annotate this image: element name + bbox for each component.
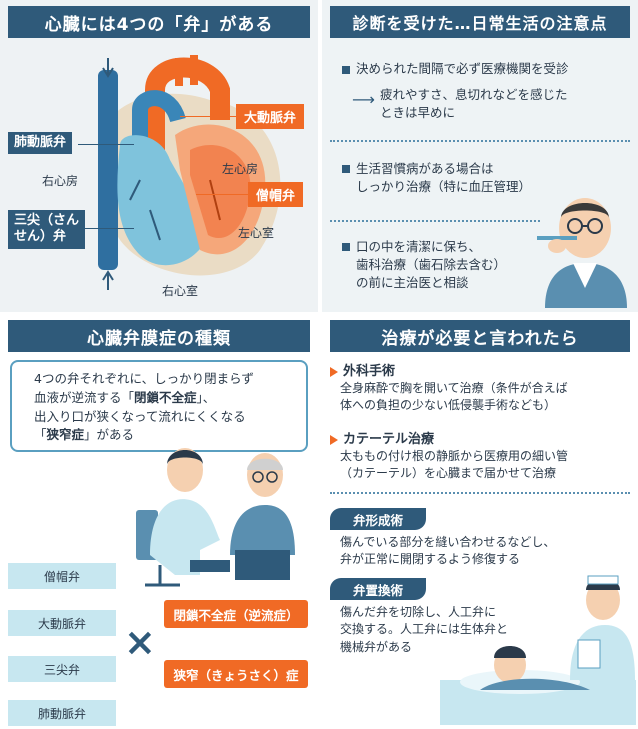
note-1: 決められた間隔で必ず医療機関を受診 xyxy=(342,60,569,78)
daily-panel-title: 診断を受けた…日常生活の注意点 xyxy=(330,6,630,38)
mitral-leader xyxy=(196,194,248,195)
separator xyxy=(330,140,630,142)
cross-mark-icon: × xyxy=(124,620,156,664)
label-left-ventricle: 左心室 xyxy=(238,226,275,240)
replace-tag: 弁置換術 xyxy=(330,578,426,600)
bullet-icon xyxy=(342,243,350,251)
surgery-title: 外科手術 xyxy=(330,360,395,379)
catheter-title: カテーテル治療 xyxy=(330,428,434,447)
bullet-icon xyxy=(342,165,350,173)
catheter-body: 太ももの付け根の静脈から医療用の細い管 （カテーテル）を心臓まで届かせて治療 xyxy=(340,449,569,481)
label-tricuspid-valve: 三尖（さん せん）弁 xyxy=(8,210,86,249)
note-2: 生活習慣病がある場合は しっかり治療（特に血圧管理） xyxy=(342,160,531,196)
label-aortic-valve: 大動脈弁 xyxy=(236,104,305,129)
type-regurgitation: 閉鎖不全症（逆流症） xyxy=(164,600,308,628)
triangle-icon xyxy=(330,366,338,377)
pulmonary-leader xyxy=(78,144,134,145)
bullet-icon xyxy=(342,65,350,74)
tricuspid-leader xyxy=(82,228,134,229)
label-right-ventricle: 右心室 xyxy=(162,284,199,298)
label-right-atrium: 右心房 xyxy=(42,174,79,188)
replace-body: 傷んだ弁を切除し、人工弁に 交換する。人工弁には生体弁と 機械弁がある xyxy=(340,605,509,654)
elderly-man-illustration xyxy=(537,198,627,308)
aortic-leader xyxy=(180,116,236,117)
valve-aortic: 大動脈弁 xyxy=(8,610,116,636)
label-mitral-valve: 僧帽弁 xyxy=(248,182,304,207)
separator xyxy=(330,492,630,494)
separator xyxy=(330,220,540,222)
plasty-tag: 弁形成術 xyxy=(330,508,426,530)
treatment-panel-title: 治療が必要と言われたら xyxy=(330,320,630,352)
valve-pulmonary: 肺動脈弁 xyxy=(8,700,116,726)
plasty-body: 傷んでいる部分を縫い合わせるなどし、 弁が正常に開閉するよう修復する xyxy=(340,535,556,567)
speech-bubble: 4つの弁それぞれに、しっかり閉まらず 血液が逆流する「閉鎖不全症」、 出入り口が… xyxy=(10,360,308,452)
heart-illustration xyxy=(98,55,281,290)
doctor-patient-illustration xyxy=(136,448,295,587)
valve-mitral: 僧帽弁 xyxy=(8,563,116,589)
disease-panel-title: 心臓弁膜症の種類 xyxy=(8,320,310,352)
surgery-body: 全身麻酔で胸を開いて治療（条件が合えば 体への負担の少ない低侵襲手術なども） xyxy=(340,381,568,413)
label-pulmonary-valve: 肺動脈弁 xyxy=(8,132,73,155)
valve-tricuspid: 三尖弁 xyxy=(8,656,116,682)
heart-panel-title: 心臓には4つの「弁」がある xyxy=(8,6,310,38)
type-stenosis: 狭窄（きょうさく）症 xyxy=(164,660,308,688)
arrow-right-icon: ⟶ xyxy=(352,90,375,109)
note-3: 口の中を清潔に保ち、 歯科治療（歯石除去含む） の前に主治医と相談 xyxy=(342,238,506,292)
nurse-patient-illustration xyxy=(440,575,636,725)
note-1-sub: 疲れやすさ、息切れなどを感じた ときは早めに xyxy=(380,87,568,121)
label-left-atrium: 左心房 xyxy=(222,162,259,176)
daily-panel-bg xyxy=(322,0,638,312)
triangle-icon xyxy=(330,434,338,445)
